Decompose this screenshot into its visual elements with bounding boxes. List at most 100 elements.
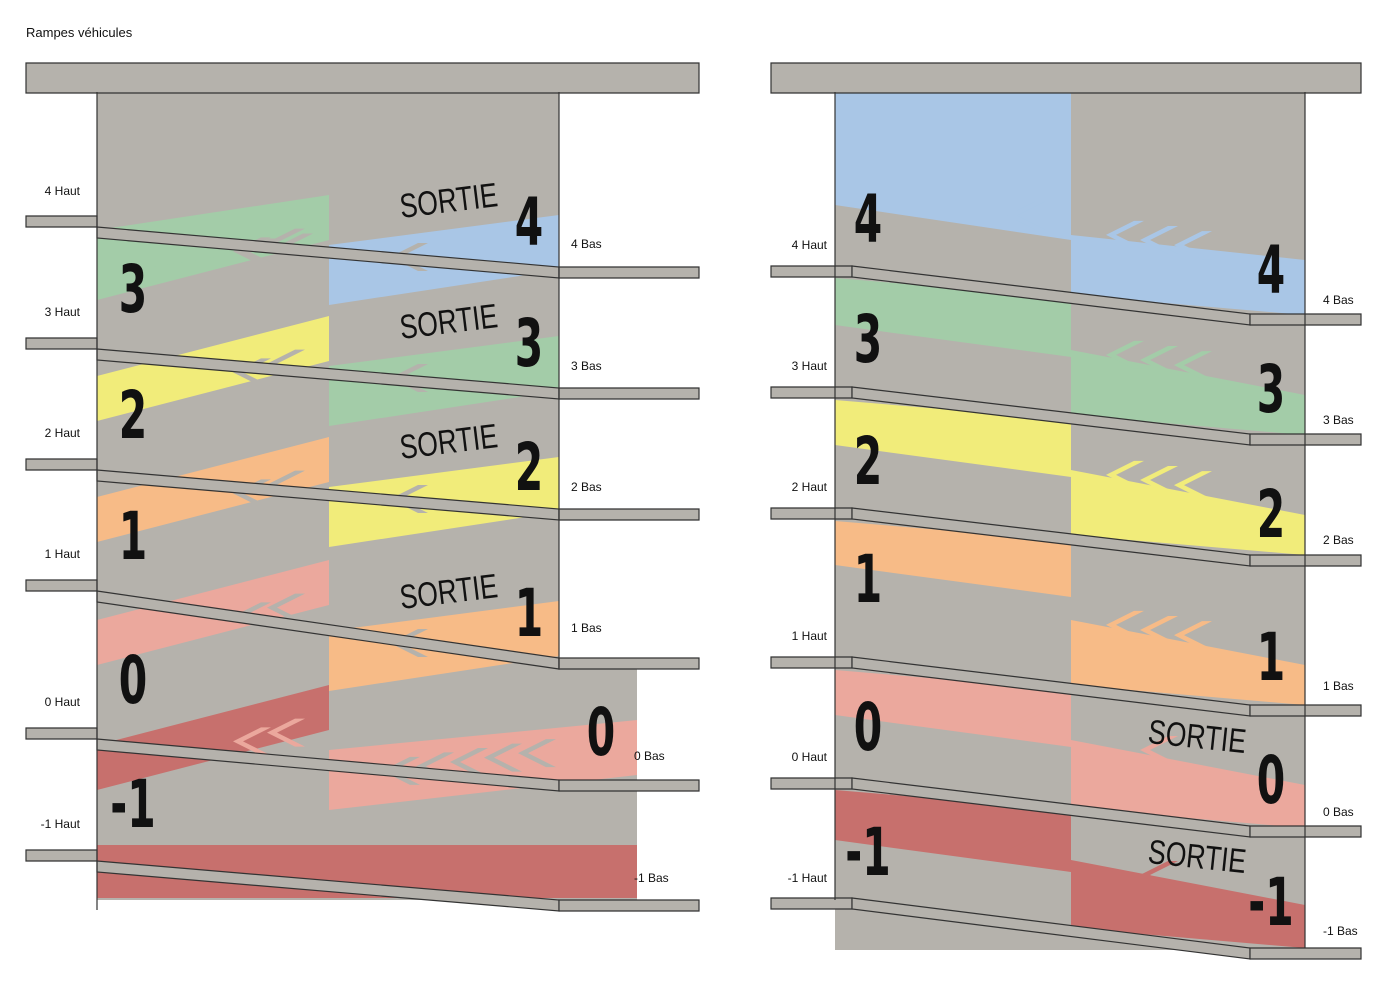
level-high-label: 4 Haut — [45, 184, 81, 198]
level-high-label: -1 Haut — [788, 871, 828, 885]
right-floor-stub-low — [1249, 947, 1362, 960]
left-roof-slab — [25, 62, 700, 94]
right-left-arrows — [973, 556, 1045, 590]
chevron-arrow-icon — [973, 556, 1011, 585]
chevron-arrow-icon — [1007, 441, 1045, 470]
chevron-arrow-icon — [1174, 621, 1212, 650]
right-right-band — [1071, 740, 1305, 828]
level-low-label: 1 Bas — [1323, 679, 1354, 693]
ramp-level-number: 2 — [119, 377, 147, 454]
level-low-label: -1 Bas — [634, 871, 669, 885]
right-left-band — [835, 92, 1071, 240]
level-low-label: -1 Bas — [1323, 924, 1358, 938]
exit-level-number: 0 — [1257, 742, 1285, 819]
left-floor-stub-low — [558, 899, 700, 912]
left-floor-stub-high — [25, 849, 98, 862]
exit-level-number: 1 — [515, 575, 543, 652]
ramp-level-number: 4 — [854, 181, 882, 258]
right-floor-stub-high — [770, 507, 853, 520]
right-right-arrows — [1140, 861, 1178, 889]
exit-level-number: 4 — [1257, 232, 1285, 309]
chevron-arrow-icon — [1106, 610, 1144, 639]
chevron-arrow-icon — [1140, 466, 1178, 494]
level-low-label: 2 Bas — [1323, 533, 1354, 547]
level-high-label: 1 Haut — [45, 547, 81, 561]
ramp-level-number: 0 — [119, 642, 147, 719]
right-right-arrows — [1106, 460, 1212, 500]
chevron-arrow-icon — [973, 831, 1011, 860]
ramp-level-number: -1 — [845, 814, 890, 891]
chevron-arrow-icon — [233, 727, 271, 756]
right-right-arrows — [1106, 340, 1212, 380]
level-high-label: 3 Haut — [45, 305, 81, 319]
level-high-label: 2 Haut — [792, 480, 828, 494]
left-floor-stub-high — [25, 215, 98, 228]
left-floor-stub-low — [558, 387, 700, 400]
chevron-arrow-icon — [973, 196, 1011, 225]
ramp-level-number: 1 — [119, 498, 147, 575]
ramp-level-number: 1 — [854, 541, 882, 618]
chevron-arrow-icon — [973, 706, 1011, 735]
chevron-arrow-icon — [1007, 711, 1045, 740]
chevron-arrow-icon — [1007, 201, 1045, 230]
right-left-arrows — [973, 436, 1045, 470]
right-left-arrows — [973, 196, 1045, 230]
level-low-label: 1 Bas — [571, 621, 602, 635]
level-low-label: 3 Bas — [1323, 413, 1354, 427]
left-floor-stub-high — [25, 579, 98, 592]
level-high-label: 1 Haut — [792, 629, 828, 643]
left-floor-stub-low — [558, 779, 700, 792]
right-right-arrows — [1106, 610, 1212, 650]
chevron-arrow-icon — [1007, 561, 1045, 590]
ramp-level-number: 3 — [119, 251, 147, 328]
chevron-arrow-icon — [1106, 340, 1144, 369]
left-ramp-arrows — [233, 718, 305, 756]
left-floor-stub-low — [558, 266, 700, 279]
left-floor-stub-high — [25, 458, 98, 471]
right-right-band — [1071, 620, 1305, 705]
chevron-arrow-icon — [1140, 346, 1178, 374]
chevron-arrow-icon — [1007, 321, 1045, 350]
slabs-layer — [25, 62, 1362, 960]
left-floor-stub-high — [25, 727, 98, 740]
level-low-label: 2 Bas — [571, 480, 602, 494]
right-floor-stub-high — [770, 897, 853, 910]
level-low-label: 0 Bas — [634, 749, 665, 763]
left-floor-stub-low — [558, 508, 700, 521]
right-left-arrows — [973, 831, 1045, 865]
right-floor-stub-high — [770, 386, 853, 399]
right-right-arrows — [1106, 220, 1212, 260]
level-low-label: 0 Bas — [1323, 805, 1354, 819]
right-right-band — [1071, 235, 1305, 315]
chevron-arrow-icon — [973, 436, 1011, 465]
exit-level-number: 3 — [515, 305, 543, 382]
chevron-arrow-icon — [1174, 351, 1212, 380]
chevron-arrow-icon — [267, 593, 305, 622]
exit-level-number: 2 — [515, 429, 543, 506]
left-floor-stub-low — [558, 657, 700, 670]
level-high-label: 0 Haut — [45, 695, 81, 709]
chevron-arrow-icon — [1174, 471, 1212, 500]
level-high-label: 0 Haut — [792, 750, 828, 764]
chevron-arrow-icon — [1007, 836, 1045, 865]
chevron-arrow-icon — [450, 748, 488, 776]
exit-level-number: 3 — [1257, 351, 1285, 428]
exit-level-number: 4 — [515, 184, 543, 261]
right-right-band — [1071, 350, 1305, 435]
level-high-label: -1 Haut — [41, 817, 81, 831]
chevron-arrow-icon — [267, 718, 305, 747]
exit-level-number: -1 — [1248, 864, 1293, 941]
level-high-label: 4 Haut — [792, 238, 828, 252]
ramp-level-number: 0 — [854, 689, 882, 766]
right-floor-stub-high — [770, 656, 853, 669]
left-top-band — [97, 195, 329, 275]
chevron-arrow-icon — [518, 739, 556, 768]
level-high-label: 3 Haut — [792, 359, 828, 373]
chevron-arrow-icon — [1106, 460, 1144, 489]
level-low-label: 4 Bas — [571, 237, 602, 251]
chevron-arrow-icon — [484, 743, 522, 772]
right-roof-slab — [770, 62, 1362, 94]
right-right-arrows — [1140, 736, 1178, 764]
exit-level-number: 2 — [1257, 476, 1285, 553]
chevron-arrow-icon — [1140, 736, 1178, 764]
